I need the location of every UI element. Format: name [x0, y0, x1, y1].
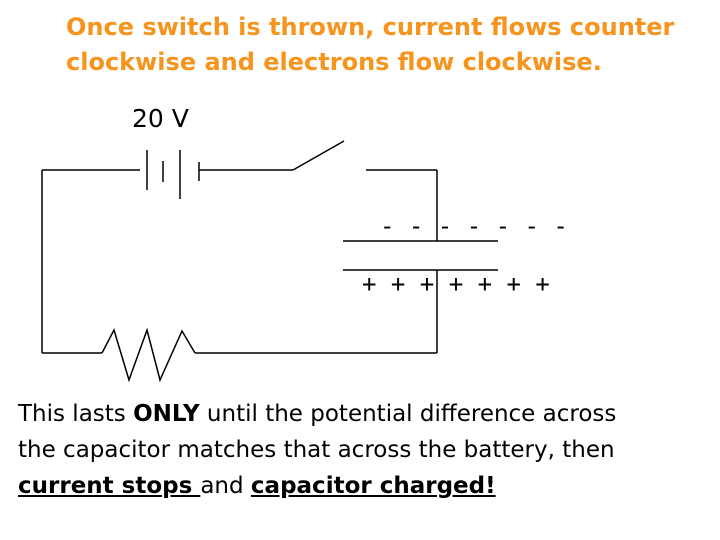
explanation-line-3: current stops and capacitor charged!	[18, 468, 708, 504]
capacitor-positive-charges: + + + + + + +	[362, 270, 550, 298]
emphasis-current-stops: current stops	[18, 473, 201, 499]
emphasis-capacitor-charged: capacitor charged!	[250, 473, 496, 499]
explanation-part-2: until the potential difference across	[199, 401, 617, 427]
slide-title: Once switch is thrown, current flows cou…	[66, 10, 706, 80]
explanation-text: This lasts ONLY until the potential diff…	[18, 396, 708, 504]
switch-lever	[292, 140, 345, 171]
title-line-2: clockwise and electrons flow clockwise.	[66, 48, 602, 76]
explanation-part-1: This lasts	[18, 401, 134, 427]
explanation-line-1: This lasts ONLY until the potential diff…	[18, 396, 708, 432]
explanation-and: and	[200, 473, 251, 499]
resistor-symbol	[101, 327, 196, 383]
battery-voltage-label: 20 V	[132, 104, 189, 133]
explanation-line-2: the capacitor matches that across the ba…	[18, 437, 615, 463]
capacitor-negative-charges: - - - - - - -	[380, 212, 568, 240]
title-line-1: Once switch is thrown, current flows cou…	[66, 13, 675, 41]
emphasis-only: ONLY	[133, 401, 200, 427]
battery-symbol	[146, 150, 200, 199]
